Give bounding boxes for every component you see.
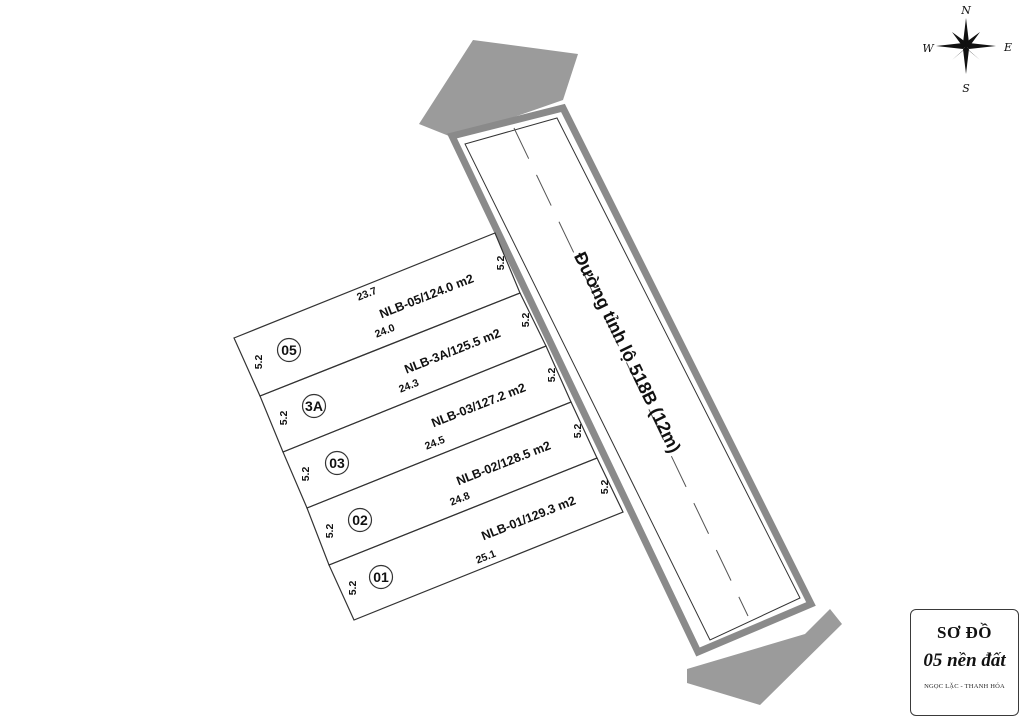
compass-south: S (962, 82, 970, 95)
compass-north: N (960, 4, 971, 17)
road-arrow-south (687, 609, 842, 705)
lot-left-dimension: 5.2 (300, 467, 312, 482)
lot-02: NLB-02/128.5 m2 24.8 5.2 5.2 02 (324, 424, 584, 539)
legend-location: NGỌC LẶC - THANH HÓA (924, 683, 1005, 690)
lot-left-dimension: 5.2 (253, 355, 265, 370)
road-body-inner (464, 117, 801, 641)
lot-label: NLB-03/127.2 m2 (429, 380, 527, 430)
compass-west: W (922, 42, 935, 55)
lot-number-badge (324, 450, 350, 476)
lot-bottom-dimension: 24.5 (423, 434, 447, 453)
lot-3a-outline (259, 292, 547, 453)
lot-left-dimension: 5.2 (324, 524, 336, 539)
road-centerline (513, 127, 749, 617)
lot-number: 3A (305, 398, 323, 414)
compass-icon: N S W E (922, 4, 1012, 95)
lot-right-dimension: 5.2 (599, 480, 611, 495)
lot-02-outline (306, 401, 598, 566)
lot-number: 02 (352, 512, 368, 528)
lot-bottom-dimension: 24.3 (397, 377, 421, 396)
lot-label: NLB-02/128.5 m2 (454, 438, 552, 488)
lot-right-dimension: 5.2 (546, 368, 558, 383)
lot-01-outline (328, 457, 624, 621)
lot-label: NLB-05/124.0 m2 (377, 271, 475, 321)
lot-number-badge (368, 564, 394, 590)
lot-number: 05 (281, 342, 297, 358)
lot-right-dimension: 5.2 (520, 313, 532, 328)
lot-number-badge (347, 507, 373, 533)
lot-right-dimension: 5.2 (495, 256, 507, 271)
lot-bottom-dimension: 24.8 (448, 490, 472, 509)
title-legend: SƠ ĐỒ 05 nền đất NGỌC LẶC - THANH HÓA (910, 609, 1019, 716)
lot-number-badge (276, 337, 302, 363)
lot-3a: NLB-3A/125.5 m2 24.3 5.2 5.2 3A (278, 313, 532, 426)
lot-01: NLB-01/129.3 m2 25.1 5.2 5.2 01 (347, 480, 611, 596)
lot-05-outline (233, 232, 521, 397)
lot-left-dimension: 5.2 (278, 411, 290, 426)
lot-bottom-dimension: 24.0 (373, 322, 397, 341)
lot-number-badge (301, 393, 327, 419)
lot-right-dimension: 5.2 (572, 424, 584, 439)
lot-number: 01 (373, 569, 389, 585)
lot-number: 03 (329, 455, 345, 471)
legend-title: SƠ ĐỒ (937, 623, 992, 642)
road-arrow-north (419, 40, 578, 138)
lots-outline (233, 232, 624, 621)
lot-left-dimension: 5.2 (347, 581, 359, 596)
legend-subtitle: 05 nền đất (923, 650, 1006, 671)
compass-east: E (1003, 41, 1012, 54)
